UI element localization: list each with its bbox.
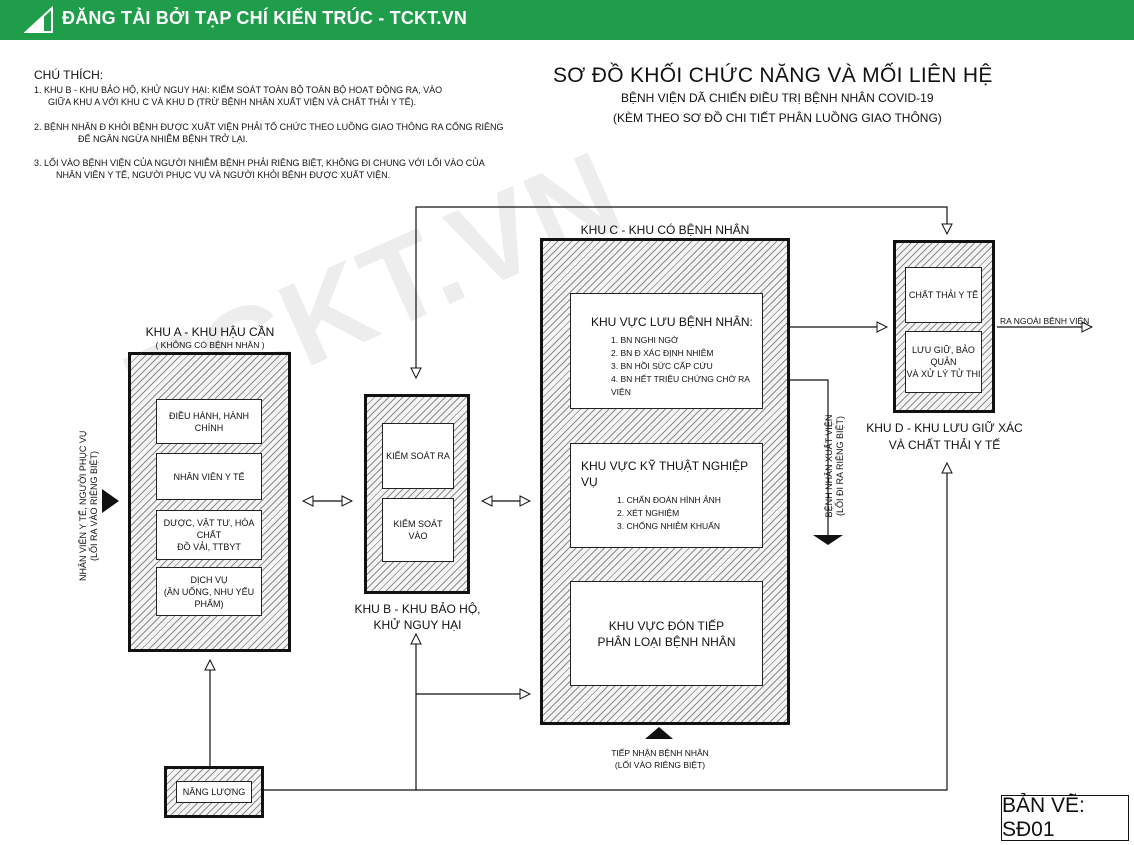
zone-b-exit-control-label: KIỂM SOÁT RA [386,451,450,461]
diagram-subtitle: BỆNH VIỆN DÃ CHIẾN ĐIỀU TRỊ BỆNH NHÂN CO… [621,91,934,105]
zone-b-label-2: KHỬ NGUY HẠI [373,618,462,632]
zone-b-entry-control-label: KIỂM SOÁT VÀO [393,519,443,541]
zone-c-technical-title: KHU VỰC KỸ THUẬT NGHIỆP VỤ [581,459,748,489]
zone-d-block: CHẤT THẢI Y TẾ LƯU GIỮ, BẢO QUẢN VÀ XỬ L… [893,240,995,413]
patient-entry-line-1: TIẾP NHẬN BỆNH NHÂN [611,748,709,758]
staff-entry-line-1: NHÂN VIÊN Y TẾ, NGƯỜI PHỤC VỤ [78,430,88,581]
zone-a-services-box: DỊCH VỤ (ĂN UỐNG, NHU YẾU PHẨM) [156,567,262,616]
route-b-to-d-top [416,206,947,378]
zone-c-reception-line-2: PHÂN LOẠI BỆNH NHÂN [597,634,736,649]
zone-d-medical-waste-label: CHẤT THẢI Y TẾ [908,290,979,300]
list-item: 3. BN HỒI SỨC CẤP CỨU [611,361,713,371]
exit-hospital-label: RA NGOÀI BỆNH VIỆN [1000,316,1090,326]
zone-c-reception-box: KHU VỰC ĐÓN TIẾP PHÂN LOẠI BỆNH NHÂN [570,581,763,686]
zone-d-label-1: KHU D - KHU LƯU GIỮ XÁC [866,421,1023,435]
zone-c-reception-line-1: KHU VỰC ĐÓN TIẾP [608,618,725,633]
header-banner: ĐĂNG TẢI BỞI TẠP CHÍ KIẾN TRÚC - TCKT.VN [0,0,1134,40]
patient-entry-line-2: (LỐI VÀO RIÊNG BIỆT) [614,760,706,770]
zone-b-entry-control-box: KIỂM SOÁT VÀO [382,498,454,562]
zone-a-block: ĐIỀU HÀNH, HÀNH CHÍNH NHÂN VIÊN Y TẾ DƯỢ… [128,352,291,652]
zone-d-morgue-box: LƯU GIỮ, BẢO QUẢN VÀ XỬ LÝ TỬ THI [905,331,982,393]
zone-a-staff-label: NHÂN VIÊN Y TẾ [173,471,245,482]
zone-b-block: KIỂM SOÁT RA KIỂM SOÁT VÀO [364,394,470,594]
zone-c-patient-holding-list: 1. BN NGHI NGỜ 2. BN Đ XÁC ĐỊNH NHIỄM 3.… [611,334,762,399]
drawing-number: BẢN VẼ: SĐ01 [1001,794,1129,841]
zone-b-exit-control-box: KIỂM SOÁT RA [382,423,454,489]
zone-a-supplies-label-1: DƯỢC, VẬT TƯ, HÓA CHẤT [163,518,255,540]
zone-d-morgue-label-1: LƯU GIỮ, BẢO QUẢN [912,345,975,367]
discharge-text: BỆNH NHÂN XUẤT VIỆN (LỐI ĐI RA RIÊNG BIỆ… [824,396,846,536]
note-2-line-2: ĐỂ NGĂN NGỪA NHIỄM BỆNH TRỞ LẠI. [78,134,248,144]
zone-c-technical-box: KHU VỰC KỸ THUẬT NGHIỆP VỤ 1. CHẨN ĐOÁN … [570,443,763,548]
list-item: 4. BN HẾT TRIỆU CHỨNG CHỜ RA VIỆN [611,374,750,397]
zone-a-admin-label: ĐIỀU HÀNH, HÀNH CHÍNH [168,410,249,433]
zone-d-medical-waste-box: CHẤT THẢI Y TẾ [905,267,982,323]
note-1-line-2: GIỮA KHU A VỚI KHU C VÀ KHU D (TRỪ BỆNH … [48,97,417,107]
zone-a-services-label-2: (ĂN UỐNG, NHU YẾU PHẨM) [163,586,255,609]
zone-d-morgue-label-2: VÀ XỬ LÝ TỬ THI [906,369,981,379]
zone-d-label-2: VÀ CHẤT THẢI Y TẾ [888,438,1001,452]
energy-block: NĂNG LƯỢNG [164,766,264,818]
note-3-line-1: 3. LỐI VÀO BỆNH VIỆN CỦA NGƯỜI NHIỄM BỆN… [34,158,485,168]
zone-a-services-label-1: DỊCH VỤ [190,574,228,585]
staff-entry-line-2: (LỐI RA VÀO RIÊNG BIỆT) [89,450,99,562]
discharge-line-2: (LỐI ĐI RA RIÊNG BIỆT) [835,416,845,517]
discharge-arrow-icon [813,535,843,545]
note-1-line-1: 1. KHU B - KHU BẢO HỘ, KHỬ NGUY HẠI: KIỂ… [34,85,443,95]
staff-entry-arrow-icon [102,489,119,513]
zone-c-block: KHU VỰC LƯU BỆNH NHÂN: 1. BN NGHI NGỜ 2.… [540,238,790,725]
tckt-logo-icon [24,6,53,33]
note-3-line-2: NHÂN VIÊN Y TẾ, NGƯỜI PHỤC VỤ VÀ NGƯỜI K… [56,170,391,180]
zone-c-label: KHU C - KHU CÓ BỆNH NHÂN [580,223,750,237]
list-item: 2. BN Đ XÁC ĐỊNH NHIỄM [611,348,714,358]
zone-a-label: KHU A - KHU HẬU CẦN [145,325,275,339]
zone-a-staff-box: NHÂN VIÊN Y TẾ [156,453,262,500]
list-item: 1. BN NGHI NGỜ [611,335,679,345]
route-discharge [790,379,829,535]
discharge-line-1: BỆNH NHÂN XUẤT VIỆN [824,414,834,518]
patient-entry-arrow-icon [645,727,673,739]
energy-box: NĂNG LƯỢNG [176,781,252,803]
zone-b-label-1: KHU B - KHU BẢO HỘ, [354,602,481,616]
diagram-title: SƠ ĐỒ KHỐI CHỨC NĂNG VÀ MỐI LIÊN HỆ [553,64,993,87]
note-2-line-1: 2. BỆNH NHÂN Đ KHỎI BỆNH ĐƯỢC XUẤT VIỆN … [34,122,504,132]
diagram-subtitle-note: (KÈM THEO SƠ ĐỒ CHI TIẾT PHÂN LUỒNG GIAO… [613,111,942,125]
notes-title: CHÚ THÍCH: [34,68,104,82]
route-energy-bus [264,463,947,791]
staff-entry-text: NHÂN VIÊN Y TẾ, NGƯỜI PHỤC VỤ (LỐI RA VÀ… [78,431,100,581]
zone-c-patient-holding-title: KHU VỰC LƯU BỆNH NHÂN: [591,315,753,329]
zone-a-supplies-box: DƯỢC, VẬT TƯ, HÓA CHẤT ĐỒ VẢI, TTBYT [156,510,262,560]
zone-c-technical-list: 1. CHẨN ĐOÁN HÌNH ẢNH 2. XÉT NGHIỆM 3. C… [617,494,721,533]
list-item: 2. XÉT NGHIỆM [617,508,680,518]
zone-a-sublabel: ( KHÔNG CÓ BỆNH NHÂN ) [155,340,265,350]
zone-a-supplies-label-2: ĐỒ VẢI, TTBYT [177,542,241,552]
zone-a-admin-box: ĐIỀU HÀNH, HÀNH CHÍNH [156,399,262,444]
zone-c-patient-holding-box: KHU VỰC LƯU BỆNH NHÂN: 1. BN NGHI NGỜ 2.… [570,293,763,409]
list-item: 3. CHỐNG NHIỄM KHUẨN [617,521,720,531]
banner-text: ĐĂNG TẢI BỞI TẠP CHÍ KIẾN TRÚC - TCKT.VN [62,8,468,28]
list-item: 1. CHẨN ĐOÁN HÌNH ẢNH [617,495,721,505]
energy-label: NĂNG LƯỢNG [182,787,246,797]
